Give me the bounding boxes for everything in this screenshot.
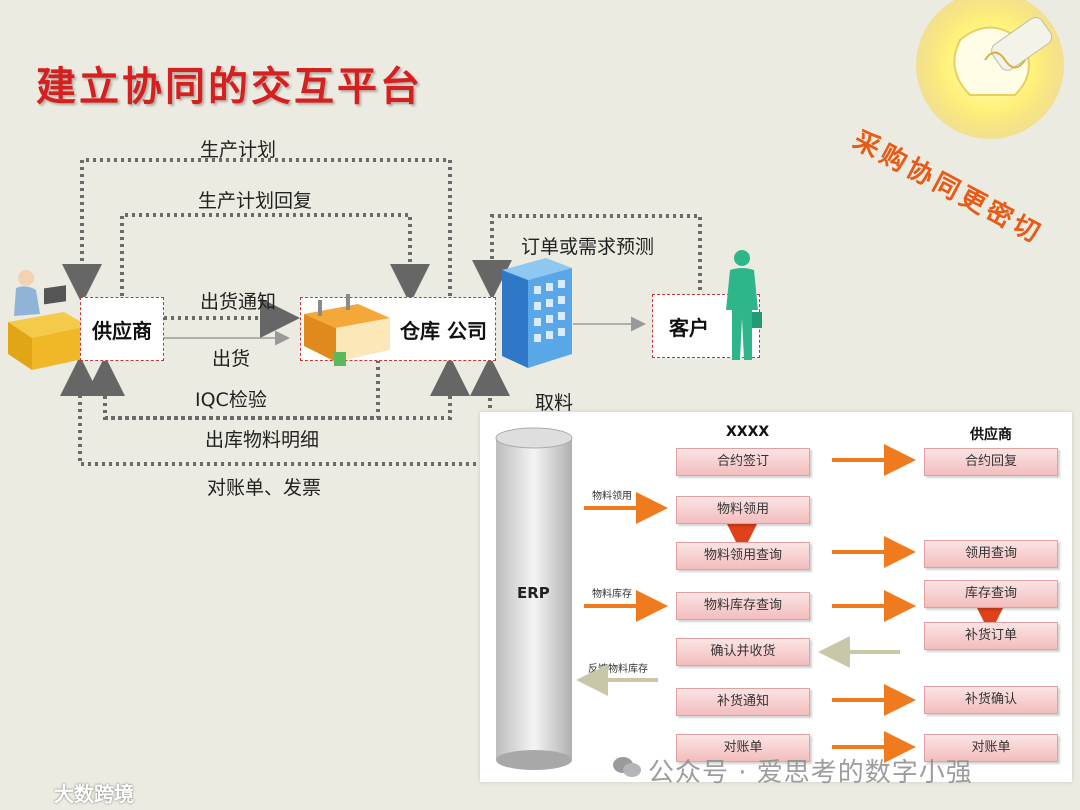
erp-arrows xyxy=(576,444,1006,763)
box-replenish-order: 补货订单 xyxy=(924,622,1058,650)
brand-logo: 大数跨境 xyxy=(22,778,134,807)
warehouse-icon xyxy=(304,294,390,366)
erp-cylinder-icon xyxy=(495,427,573,770)
side-label-material-use: 物料领用 xyxy=(592,491,632,502)
label-production-plan: 生产计划 xyxy=(200,139,277,161)
wechat-icon xyxy=(613,757,641,777)
supplier-desk-icon xyxy=(8,270,88,370)
light-bulb-icon xyxy=(916,0,1064,139)
label-shipping-notice: 出货通知 xyxy=(200,291,277,313)
office-building-icon xyxy=(502,258,572,368)
label-reconciliation: 对账单、发票 xyxy=(207,477,322,499)
box-material-use: 物料领用 xyxy=(676,496,810,524)
box-confirm-receive: 确认并收货 xyxy=(676,638,810,666)
box-material-stock-query: 物料库存查询 xyxy=(676,592,810,620)
box-statement-left: 对账单 xyxy=(676,734,810,762)
side-label-feedback-stock: 反馈物料库存 xyxy=(588,664,648,675)
label-material-pick: 取料 xyxy=(535,392,574,414)
box-statement-right: 对账单 xyxy=(924,734,1058,762)
label-shipment: 出货 xyxy=(212,348,251,370)
erp-flow-panel: ERP XXXX 供应商 物料领用 物料库存 反馈物料库存 xyxy=(480,412,1072,782)
box-contract-reply: 合约回复 xyxy=(924,448,1058,476)
label-iqc: IQC检验 xyxy=(195,389,267,411)
box-use-query: 领用查询 xyxy=(924,540,1058,568)
page-title: 建立协同的交互平台 xyxy=(36,64,423,110)
label-production-plan-reply: 生产计划回复 xyxy=(198,190,313,212)
box-contract-sign: 合约签订 xyxy=(676,448,810,476)
label-outbound-detail: 出库物料明细 xyxy=(205,429,320,451)
header-xxxx: XXXX xyxy=(726,424,770,440)
erp-label: ERP xyxy=(517,584,550,602)
box-replenish-confirm: 补货确认 xyxy=(924,686,1058,714)
side-label-material-stock: 物料库存 xyxy=(592,589,632,600)
box-stock-query: 库存查询 xyxy=(924,580,1058,608)
customer-figure-icon xyxy=(726,250,762,360)
box-replenish-notice: 补货通知 xyxy=(676,688,810,716)
box-material-use-query: 物料领用查询 xyxy=(676,542,810,570)
node-supplier: 供应商 xyxy=(80,297,164,361)
label-order-forecast: 订单或需求预测 xyxy=(521,236,655,258)
header-supplier: 供应商 xyxy=(970,427,1012,443)
brand-text: 大数跨境 xyxy=(54,782,134,806)
watermark-text: 公众号 · 爱思考的数字小强 xyxy=(648,758,973,788)
watermark: 公众号 · 爱思考的数字小强 xyxy=(613,752,973,789)
